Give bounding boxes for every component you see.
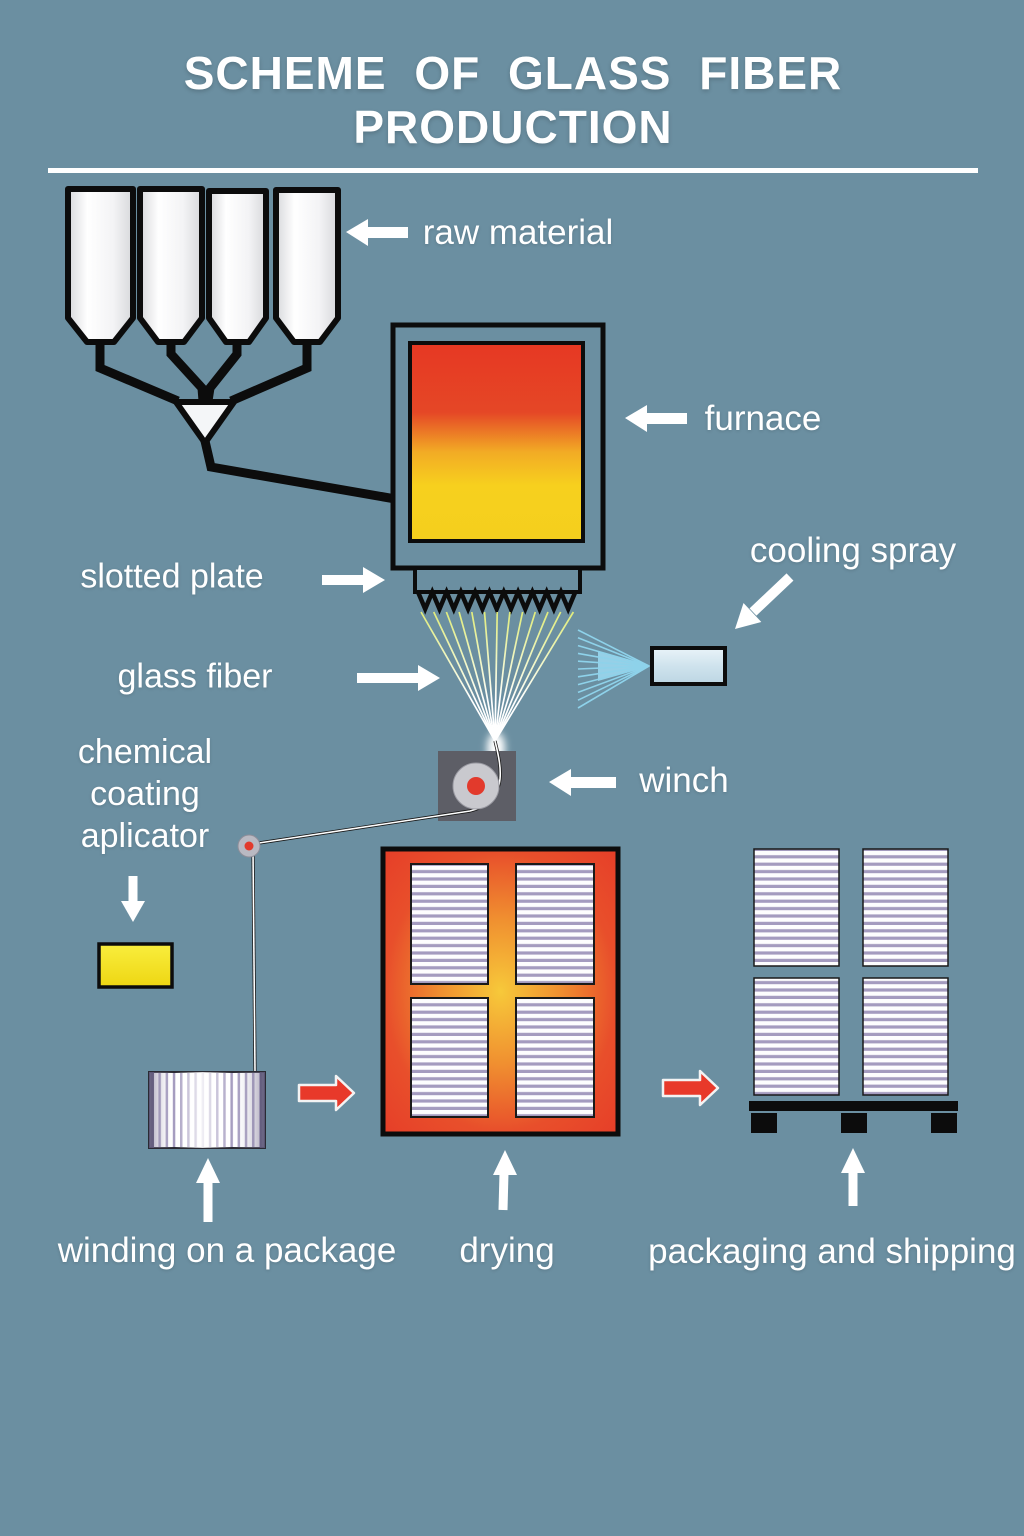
page-title: SCHEME OF GLASS FIBER PRODUCTION <box>48 46 978 173</box>
funnel <box>173 399 237 446</box>
label-packaging-and-shipping: packaging and shipping <box>648 1232 1016 1271</box>
hopper-2 <box>137 186 205 345</box>
hopper-3 <box>206 188 269 345</box>
raw-material-hoppers <box>65 186 341 345</box>
hopper-4 <box>273 187 341 345</box>
label-winding-on-a-package: winding on a package <box>57 1231 397 1270</box>
cooling-spray-nozzle <box>650 646 727 686</box>
furnace-melt-window <box>408 341 585 543</box>
glass-fibers <box>420 611 575 742</box>
coating-roller-hub <box>244 841 254 851</box>
oven-bobbin <box>410 997 489 1118</box>
funnel-to-furnace-pipe <box>200 439 431 510</box>
shipping-pallet <box>749 848 958 1133</box>
pallet-foot <box>841 1113 867 1133</box>
oven-bobbin <box>515 863 595 985</box>
raw-material-arrow <box>346 219 408 246</box>
pallet-bobbin <box>753 977 840 1096</box>
pallet-foot <box>931 1113 957 1133</box>
glass-fiber-arrow <box>357 665 440 691</box>
furnace <box>390 322 606 571</box>
winch <box>258 740 516 845</box>
cooling-spray <box>577 629 727 709</box>
pallet-deck <box>749 1101 958 1111</box>
slotted-plate-arrow <box>322 567 385 593</box>
hopper-feed-pipes <box>95 344 312 406</box>
label-furnace: furnace <box>704 399 822 438</box>
label-drying: drying <box>459 1231 555 1270</box>
label-winch: winch <box>639 761 729 800</box>
cooling-spray-arrow <box>735 573 794 629</box>
slotted-plate <box>413 566 582 615</box>
coating-applicator-block <box>97 942 174 989</box>
winding-package <box>148 1071 266 1149</box>
slotted-plate-teeth <box>415 586 578 615</box>
packaging-step-arrow <box>841 1148 865 1206</box>
oven-bobbin <box>515 997 595 1118</box>
winch-pulley-hub <box>467 777 485 795</box>
coating-applicator-arrow <box>121 876 145 922</box>
oven-bobbin <box>410 863 489 985</box>
label-glass-fiber: glass fiber <box>117 657 273 696</box>
label-slotted-plate: slotted plate <box>80 557 264 596</box>
furnace-arrow <box>625 405 687 432</box>
label-chemical-coating-aplicator: chemical coating aplicator <box>77 732 213 856</box>
label-cooling-spray: cooling spray <box>749 531 957 570</box>
drying-oven <box>380 846 621 1137</box>
pallet-bobbin <box>862 977 949 1096</box>
drying-step-arrow <box>493 1150 517 1211</box>
label-raw-material: raw material <box>422 213 614 252</box>
pallet-foot <box>751 1113 777 1133</box>
flow-arrow-drying-to-packaging <box>661 1069 720 1107</box>
pallet-bobbin <box>862 848 949 967</box>
hopper-1 <box>65 186 136 345</box>
pallet-bobbin <box>753 848 840 967</box>
spray-jets <box>577 629 650 709</box>
winch-arrow <box>549 769 616 796</box>
coating-roller <box>237 834 261 858</box>
winding-step-arrow <box>196 1158 220 1222</box>
flow-arrow-winding-to-drying <box>297 1074 356 1112</box>
